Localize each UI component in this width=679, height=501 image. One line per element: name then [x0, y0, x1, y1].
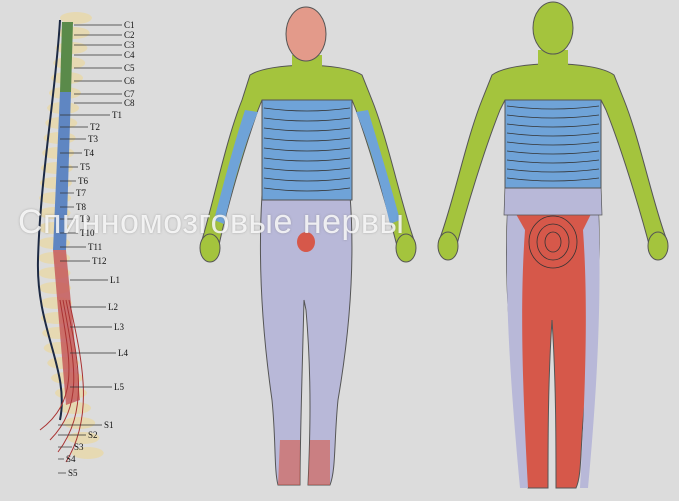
- spine-label-t1: T1: [112, 110, 122, 120]
- front-foot-right: [308, 440, 330, 485]
- spine-label-s3: S3: [74, 442, 84, 452]
- spine-label-c8: C8: [124, 98, 135, 108]
- spine-label-c3: C3: [124, 40, 135, 50]
- front-foot-left: [278, 440, 300, 485]
- spine-label-s1: S1: [104, 420, 114, 430]
- back-hand-left: [438, 232, 458, 260]
- spine-label-t3: T3: [88, 134, 98, 144]
- spine-label-t4: T4: [84, 148, 94, 158]
- back-body-figure: [438, 2, 668, 488]
- back-hand-right: [648, 232, 668, 260]
- spine-label-t7: T7: [76, 188, 86, 198]
- spine-label-c4: C4: [124, 50, 135, 60]
- spine-label-c6: C6: [124, 76, 135, 86]
- spine-label-l5: L5: [114, 382, 124, 392]
- spine-label-t2: T2: [90, 122, 100, 132]
- vertebra: [59, 402, 91, 414]
- spine-label-l3: L3: [114, 322, 124, 332]
- spine-label-t12: T12: [92, 256, 107, 266]
- spine-label-t6: T6: [78, 176, 88, 186]
- spine-label-c1: C1: [124, 20, 135, 30]
- spine-label-s4: S4: [66, 454, 76, 464]
- spine-label-s5: S5: [68, 468, 78, 478]
- vertebra: [63, 417, 95, 429]
- spine-label-l2: L2: [108, 302, 118, 312]
- spine-label-c5: C5: [124, 63, 135, 73]
- back-lumbar-band: [504, 185, 602, 215]
- spine-label-l1: L1: [110, 275, 120, 285]
- front-body-figure: [200, 7, 416, 485]
- overlay-title: Спинномозговые нервы: [18, 198, 418, 246]
- spinal-cord-cervical: [60, 22, 73, 92]
- spine-label-c2: C2: [124, 30, 135, 40]
- back-head: [533, 2, 573, 54]
- spine-label-l4: L4: [118, 348, 128, 358]
- spine-label-s2: S2: [88, 430, 98, 440]
- spine-label-t5: T5: [80, 162, 90, 172]
- front-head: [286, 7, 326, 61]
